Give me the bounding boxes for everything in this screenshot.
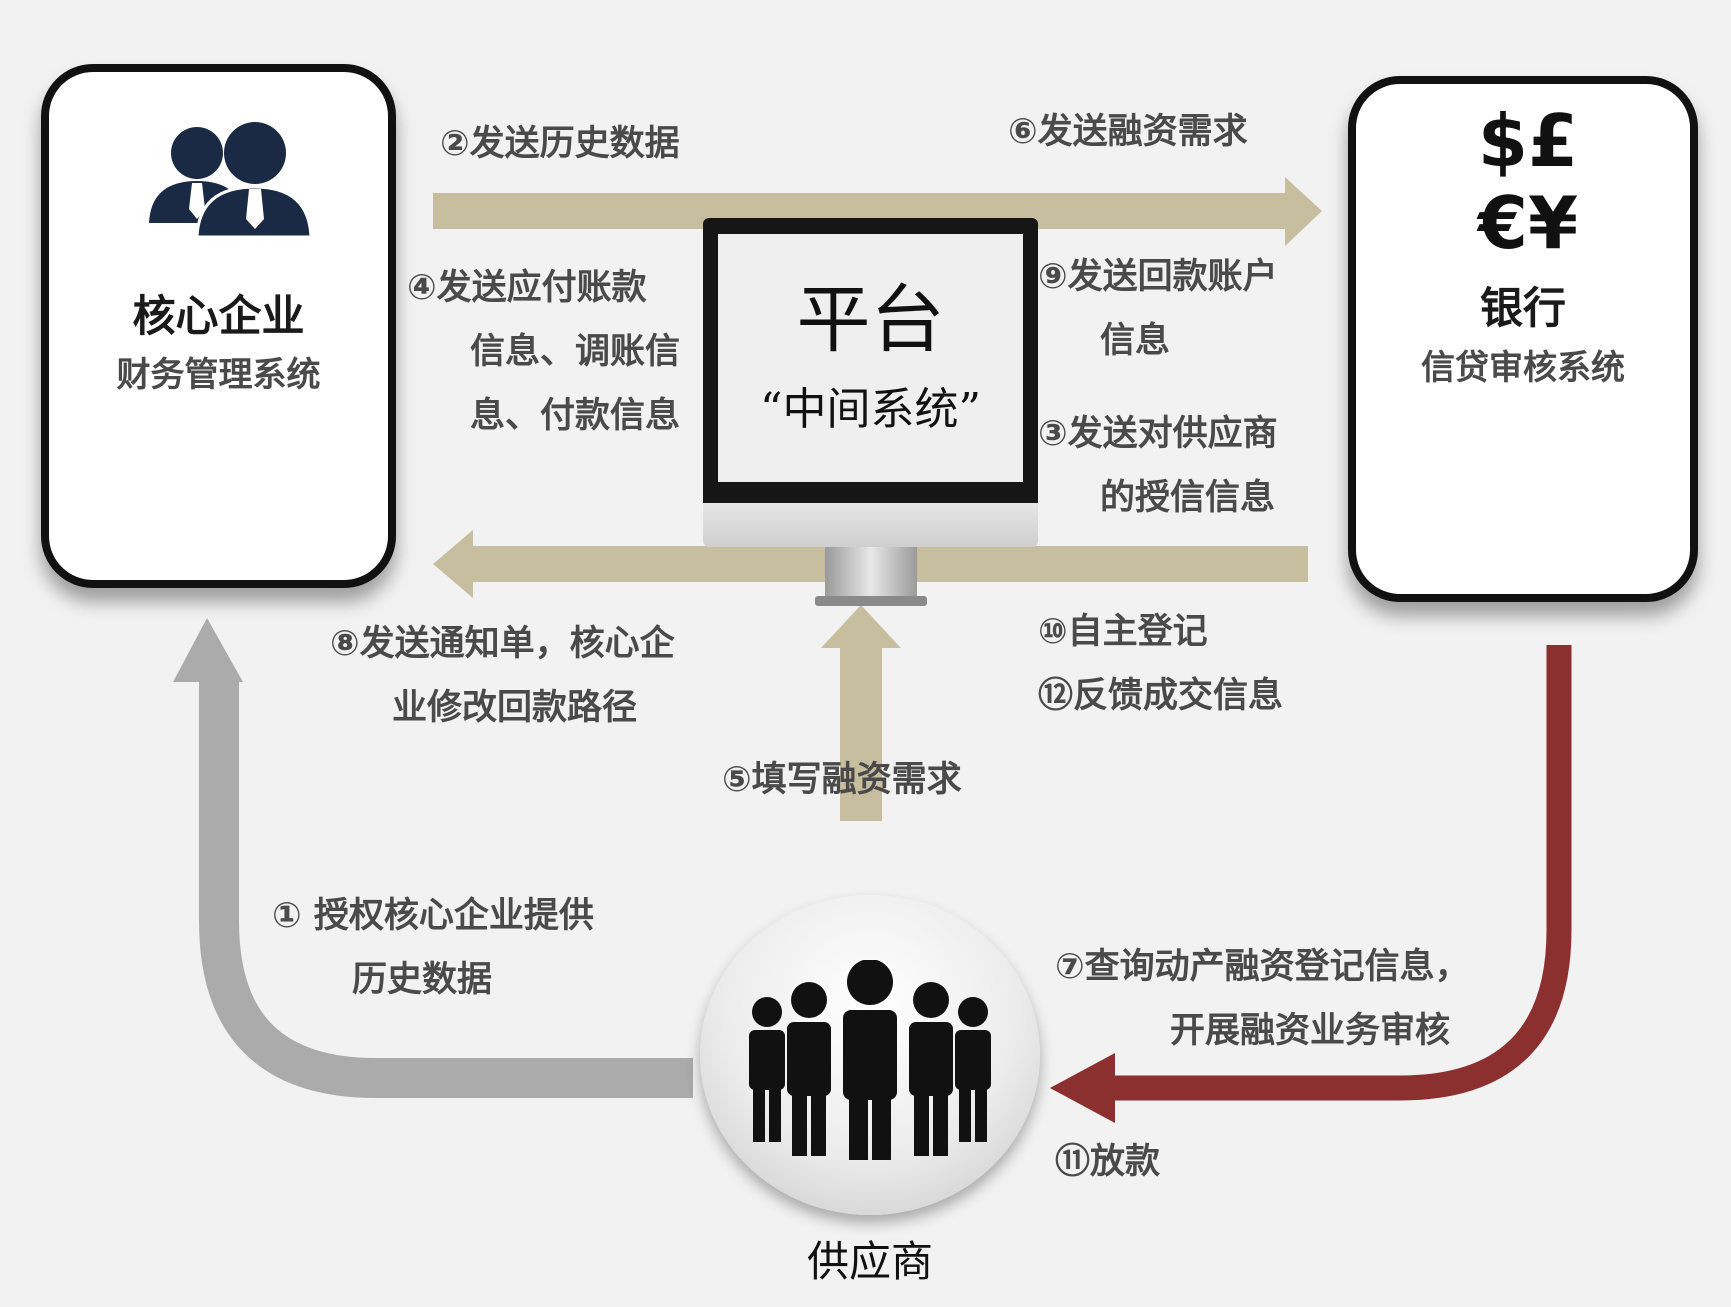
supplier-title: 供应商 — [806, 1237, 933, 1286]
step-2-label: ②发送历史数据 — [440, 124, 680, 164]
bank-node: $£ €¥ 银行 信贷审核系统 — [1348, 76, 1698, 602]
step-12-label: ⑫反馈成交信息 — [1038, 676, 1284, 716]
business-people-icon — [149, 122, 313, 239]
core-subtitle: 财务管理系统 — [116, 355, 321, 395]
people-group-icon — [749, 960, 991, 1160]
step-1-label-line1: ① 授权核心企业提供 — [272, 896, 594, 936]
dollar-symbol: $ — [1477, 99, 1528, 183]
pound-symbol: £ — [1528, 99, 1579, 183]
bank-title: 银行 — [1480, 284, 1566, 334]
step-7-label-line2: 开展融资业务审核 — [1170, 1011, 1451, 1051]
yen-symbol: ¥ — [1528, 181, 1579, 265]
step-3-label-line1: ③发送对供应商 — [1038, 414, 1278, 454]
arrow-supplier-to-core — [173, 618, 693, 1098]
currency-icon: $£ €¥ — [1428, 100, 1628, 264]
step-6-label: ⑥发送融资需求 — [1008, 112, 1248, 152]
step-11-label: ⑪放款 — [1055, 1142, 1161, 1182]
platform-monitor: 平台 “中间系统” — [703, 218, 1038, 613]
euro-symbol: € — [1477, 181, 1528, 265]
step-8-label-line2: 业修改回款路径 — [392, 688, 638, 728]
step-4-label-line2: 信息、调账信 — [470, 332, 681, 372]
step-4-label-line3: 息、付款信息 — [470, 396, 681, 436]
step-1-label-line2: 历史数据 — [352, 960, 493, 1000]
step-9-label-line1: ⑨发送回款账户 — [1038, 257, 1278, 297]
bank-subtitle: 信贷审核系统 — [1421, 348, 1625, 388]
step-3-label-line2: 的授信信息 — [1100, 478, 1276, 518]
monitor-base — [815, 596, 927, 606]
step-10-label: ⑩自主登记 — [1038, 612, 1208, 652]
monitor-chin — [703, 503, 1038, 547]
arrow-supplier-to-platform — [821, 605, 901, 821]
arrow-bank-to-supplier — [1050, 645, 1572, 1123]
supplier-node — [700, 895, 1040, 1215]
core-enterprise-node: 核心企业 财务管理系统 — [41, 64, 396, 588]
platform-title: 平台 — [796, 277, 945, 363]
step-7-label-line1: ⑦查询动产融资登记信息， — [1055, 947, 1470, 987]
monitor-stand — [825, 547, 917, 599]
platform-subtitle: “中间系统” — [760, 384, 981, 435]
step-9-label-line2: 信息 — [1100, 321, 1171, 361]
step-8-label-line1: ⑧发送通知单，核心企 — [330, 624, 675, 664]
step-4-label-line1: ④发送应付账款 — [407, 268, 647, 308]
monitor-screen — [718, 234, 1023, 482]
core-title: 核心企业 — [132, 292, 305, 342]
step-5-label: ⑤填写融资需求 — [722, 760, 962, 800]
